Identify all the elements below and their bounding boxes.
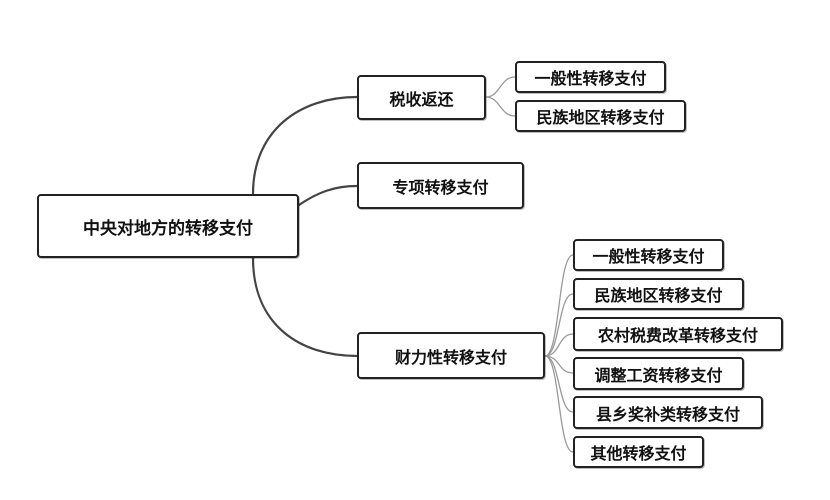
- connector-fiscal-to-county-township-reward: [544, 355, 574, 413]
- leaf-node-rural-tax-reform-transfer: 农村税费改革转移支付: [573, 317, 783, 351]
- leaf-node-ethnic-region-transfer: 民族地区转移支付: [573, 278, 744, 310]
- leaf-node-label: 民族地区转移支付: [594, 286, 723, 305]
- connector-root-to-tax-return: [251, 95, 359, 196]
- leaf-node-wage-adjustment-transfer: 调整工资转移支付: [573, 357, 744, 390]
- connector-fiscal-to-general: [544, 254, 574, 357]
- connector-root-to-special-transfer: [297, 184, 359, 207]
- connector-tax-return-to-ethnic: [485, 96, 516, 117]
- leaf-node-label: 其他转移支付: [590, 444, 687, 463]
- leaf-node-label: 民族地区转移支付: [536, 108, 665, 127]
- branch-node-label: 税收返还: [389, 89, 454, 109]
- branch-node-label: 财力性转移支付: [394, 347, 507, 367]
- branch-node-label: 专项转移支付: [392, 177, 489, 197]
- connector-tax-return-to-general: [485, 76, 516, 98]
- branch-node-fiscal-transfer: 财力性转移支付: [357, 332, 545, 379]
- branch-node-tax-return: 税收返还: [357, 75, 486, 120]
- branch-node-special-transfer: 专项转移支付: [357, 162, 524, 209]
- leaf-node-label: 农村税费改革转移支付: [597, 326, 758, 345]
- leaf-node-general-transfer: 一般性转移支付: [515, 61, 666, 93]
- leaf-node-label: 县乡奖补类转移支付: [595, 404, 740, 424]
- connector-fiscal-to-ethnic: [544, 293, 574, 357]
- leaf-node-label: 一般性转移支付: [534, 69, 647, 88]
- leaf-node-label: 调整工资转移支付: [594, 365, 723, 385]
- connector-fiscal-to-rural-tax-reform: [544, 333, 574, 357]
- connector-root-to-fiscal-transfer: [251, 256, 359, 358]
- leaf-node-general-transfer: 一般性转移支付: [573, 239, 724, 271]
- leaf-node-label: 一般性转移支付: [592, 247, 705, 266]
- leaf-node-other-transfer: 其他转移支付: [573, 436, 704, 468]
- leaf-node-county-township-reward-transfer: 县乡奖补类转移支付: [573, 396, 763, 429]
- connector-fiscal-to-other: [544, 355, 574, 453]
- root-node-label: 中央对地方的转移支付: [83, 218, 253, 239]
- leaf-node-ethnic-region-transfer: 民族地区转移支付: [515, 100, 686, 132]
- root-node: 中央对地方的转移支付: [37, 194, 299, 258]
